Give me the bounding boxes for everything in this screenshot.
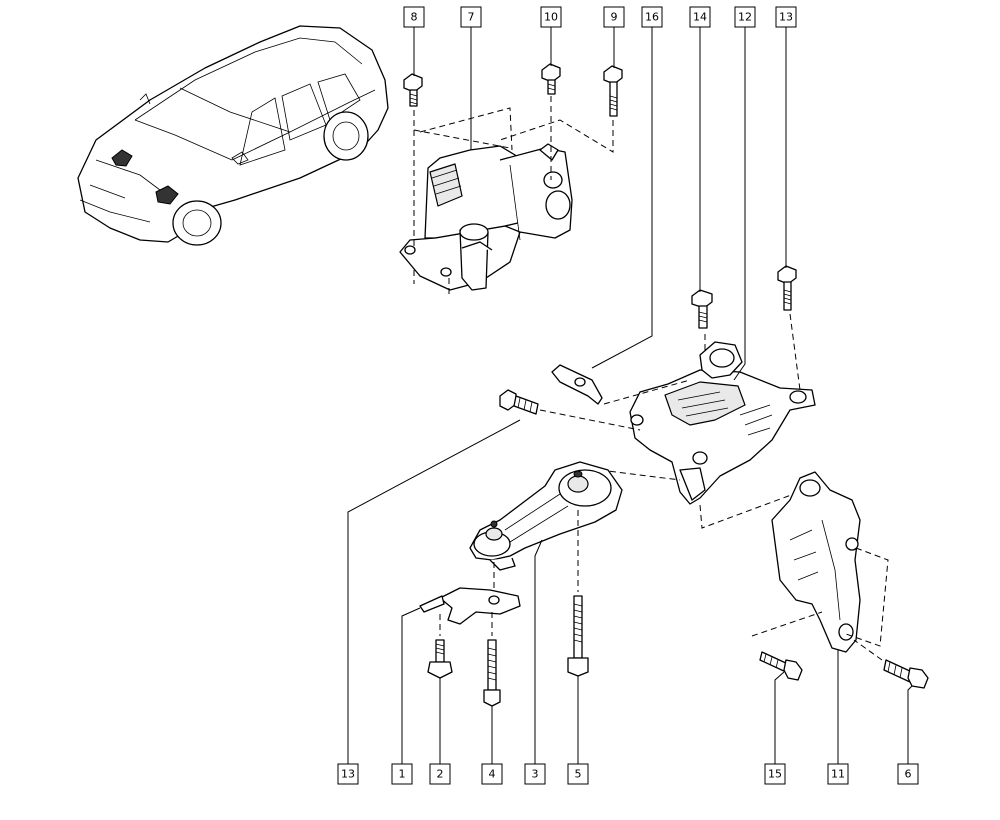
callout-14[interactable]: 14 [689, 6, 711, 28]
callout-13-top[interactable]: 13 [775, 6, 797, 28]
bolt-6 [883, 659, 929, 689]
callout-5-label: 5 [575, 768, 582, 781]
callout-7-label: 7 [468, 11, 475, 24]
bolt-2 [427, 639, 453, 679]
callout-8-label: 8 [411, 11, 418, 24]
upper-engine-mount [399, 143, 573, 291]
callout-2-label: 2 [437, 768, 444, 781]
callout-7[interactable]: 7 [460, 6, 482, 28]
callout-13-bottom-label: 13 [341, 768, 355, 781]
callout-15[interactable]: 15 [764, 763, 786, 785]
callout-14-label: 14 [693, 11, 707, 24]
callout-5[interactable]: 5 [567, 763, 589, 785]
bolt-14 [691, 289, 713, 329]
callout-6[interactable]: 6 [897, 763, 919, 785]
bolt-5 [567, 595, 589, 677]
bracket-1 [419, 587, 521, 625]
callout-3-label: 3 [532, 768, 539, 781]
callout-1[interactable]: 1 [391, 763, 413, 785]
callout-16[interactable]: 16 [641, 6, 663, 28]
callout-8[interactable]: 8 [403, 6, 425, 28]
callout-9[interactable]: 9 [603, 6, 625, 28]
callout-3[interactable]: 3 [524, 763, 546, 785]
callout-11-label: 11 [831, 768, 845, 781]
bolt-4 [483, 639, 501, 707]
lower-engine-mount [629, 341, 816, 505]
callout-9-label: 9 [611, 11, 618, 24]
callout-1-label: 1 [399, 768, 406, 781]
bolt-13-upper [777, 265, 797, 311]
gearbox-bracket-11 [771, 471, 861, 653]
callout-13-bottom[interactable]: 13 [337, 763, 359, 785]
leader-lines [347, 27, 913, 764]
callout-13-top-label: 13 [779, 11, 793, 24]
callout-6-label: 6 [905, 768, 912, 781]
bolt-9 [603, 65, 623, 117]
callout-15-label: 15 [768, 768, 782, 781]
torque-rod [469, 461, 623, 571]
vehicle-illustration [77, 25, 389, 246]
callout-16-label: 16 [645, 11, 659, 24]
callout-10-label: 10 [544, 11, 558, 24]
bolt-13-side [499, 389, 539, 415]
callout-4[interactable]: 4 [481, 763, 503, 785]
bolt-10 [541, 63, 561, 95]
callout-4-label: 4 [489, 768, 496, 781]
callout-10[interactable]: 10 [540, 6, 562, 28]
callout-12-label: 12 [738, 11, 752, 24]
small-bracket-16 [551, 364, 603, 405]
bolt-8 [403, 73, 423, 107]
callout-2[interactable]: 2 [429, 763, 451, 785]
bolt-15 [759, 651, 803, 681]
callout-12[interactable]: 12 [734, 6, 756, 28]
callout-11[interactable]: 11 [827, 763, 849, 785]
